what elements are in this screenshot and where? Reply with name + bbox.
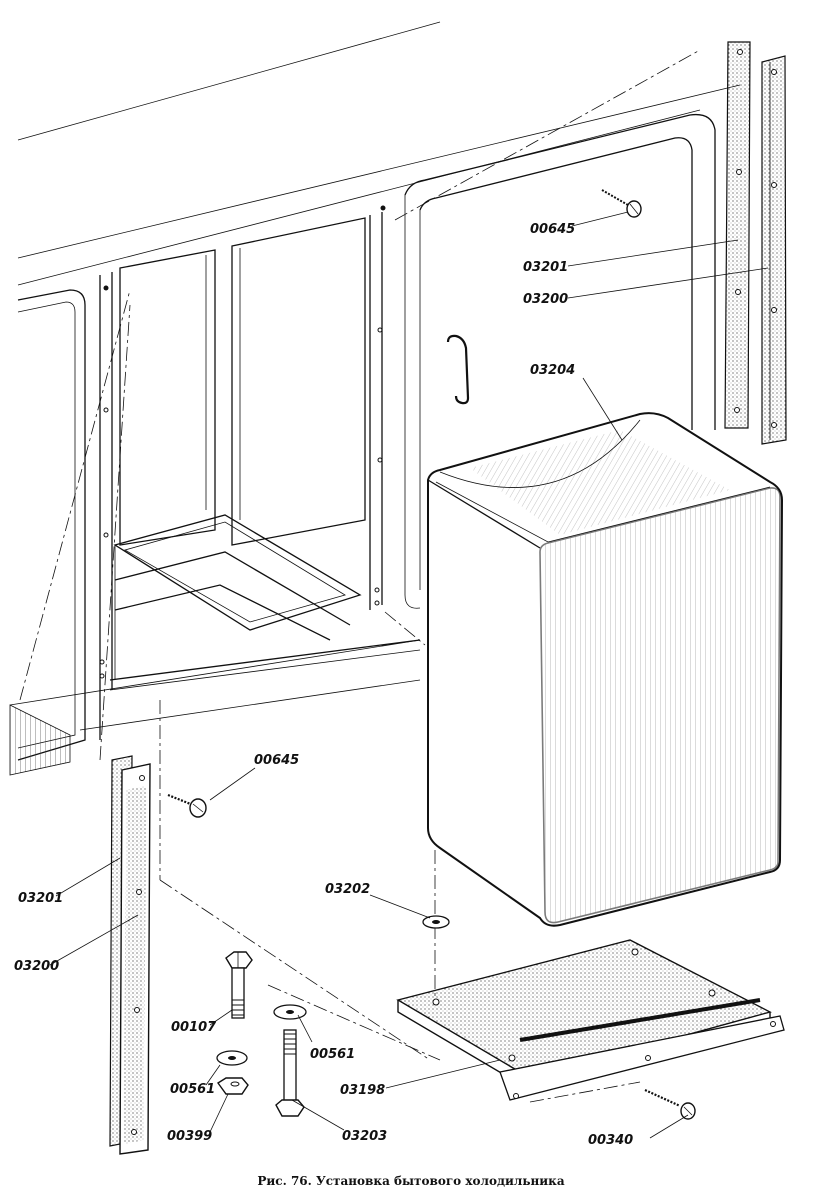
label-strip-left-a: 03201 [18,891,63,906]
label-screw-bottom: 00340 [588,1133,633,1148]
label-washer-pad: 03202 [325,882,370,897]
screw-top-icon [601,189,642,218]
special-bolt-icon [275,1029,305,1117]
label-strip-top-b: 03200 [523,292,568,307]
label-washer-right: 00561 [310,1047,355,1062]
label-nut: 00399 [167,1129,212,1144]
label-special-bolt: 03203 [342,1129,387,1144]
bolt-icon [225,951,253,1019]
label-bolt: 00107 [171,1020,217,1035]
leader-lines [49,211,769,1139]
washer-left-icon [216,1050,248,1066]
label-strip-top-a: 03201 [523,260,568,275]
label-screw-left: 00645 [254,753,299,768]
label-washer-left: 00561 [170,1082,215,1097]
label-strip-left-b: 03200 [14,959,59,974]
refrigerator-icon [427,412,784,927]
label-base-plate: 03198 [340,1083,385,1098]
cabin-wall [9,21,741,1061]
label-fridge: 03204 [530,363,575,378]
nut-icon [216,1077,249,1095]
washer-pad-icon [422,915,450,929]
washer-right-icon [273,1004,307,1020]
left-strip-03200 [119,763,151,1155]
screw-left-icon [167,793,207,818]
base-plate-icon [396,939,785,1103]
label-screw-top: 00645 [530,222,575,237]
figure-caption: Рис. 76. Установка бытового холодильника [257,1174,564,1188]
top-strip-03201 [724,41,751,429]
screw-bottom-icon [644,1088,696,1120]
top-strip-03200 [761,55,787,445]
